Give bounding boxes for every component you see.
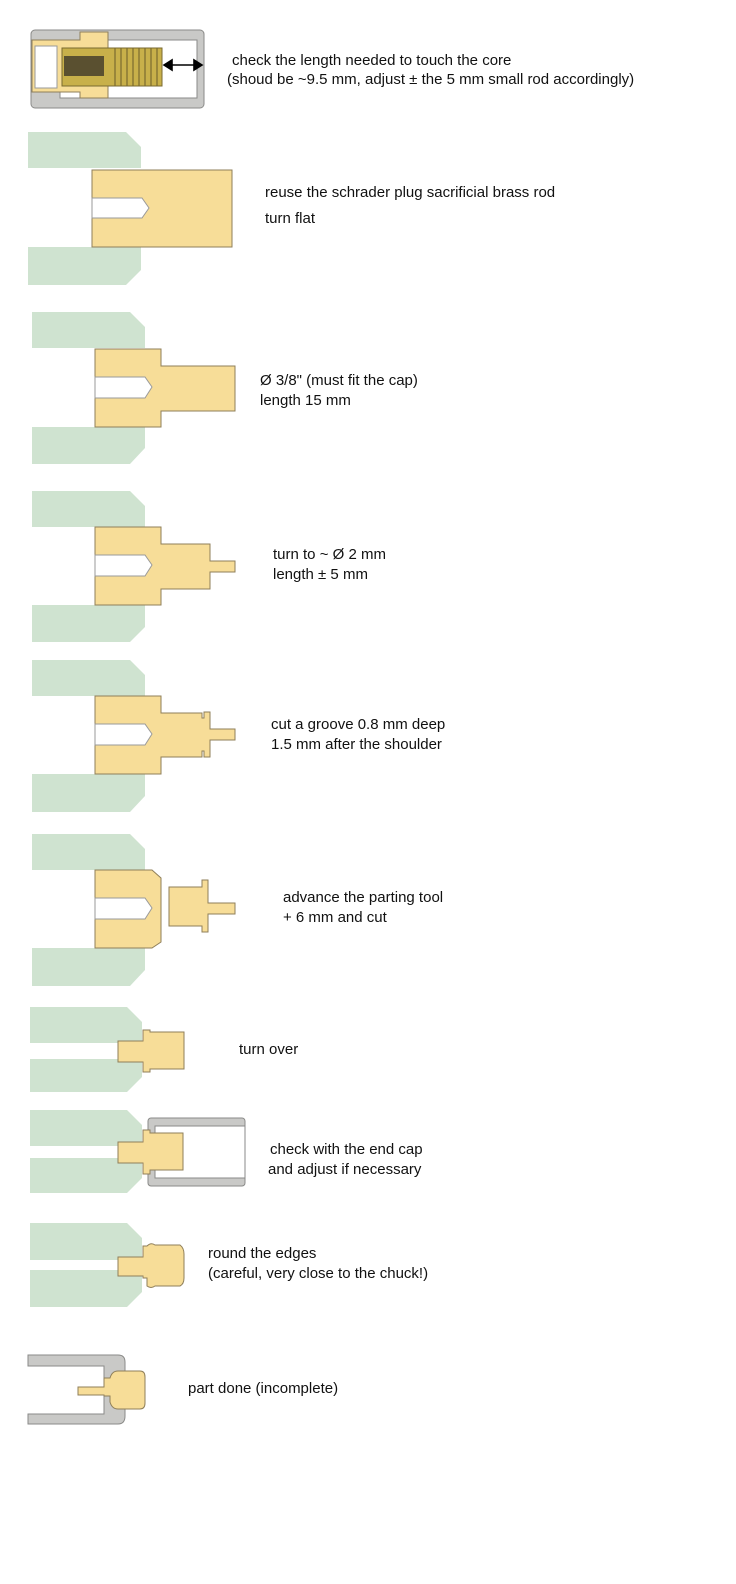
turned-rod xyxy=(94,348,236,428)
chuck-jaw-lower xyxy=(32,948,145,986)
step-part-done: part done (incomplete) xyxy=(0,1352,736,1432)
step-parting-drawing xyxy=(32,834,236,986)
rod-bore xyxy=(94,723,153,746)
step-turn-to-2mm-line-2: length ± 5 mm xyxy=(273,566,368,583)
step-check-end-cap: check with the end cap and adjust if nec… xyxy=(0,1108,736,1198)
step-round-edges-line-2: (careful, very close to the chuck!) xyxy=(208,1265,429,1282)
step-round-edges-drawing xyxy=(30,1223,185,1307)
step-check-length-drawing xyxy=(30,29,205,109)
chuck-jaw-upper xyxy=(30,1223,142,1260)
rod-bore xyxy=(91,197,150,219)
step-reuse-rod: reuse the schrader plug sacrificial bras… xyxy=(0,130,736,290)
step-reuse-rod-line-2: turn flat xyxy=(265,210,316,227)
step-groove-line-1: cut a groove 0.8 mm deep xyxy=(271,716,446,733)
step-turn-to-2mm: turn to ~ Ø 2 mm length ± 5 mm xyxy=(0,490,736,650)
step-reuse-rod-drawing xyxy=(28,132,233,285)
step-check-length-line-2: (shoud be ~9.5 mm, adjust ± the 5 mm sma… xyxy=(227,71,635,88)
step-diameter-drawing xyxy=(32,312,236,464)
chuck-jaw-upper xyxy=(28,132,141,168)
plug-bore xyxy=(34,45,58,89)
step-diameter-line-1: Ø 3/8" (must fit the cap) xyxy=(260,372,418,389)
chuck-jaw-upper xyxy=(30,1007,142,1043)
step-check-end-cap-line-1: check with the end cap xyxy=(270,1141,423,1158)
parted-piece xyxy=(168,879,236,933)
step-turn-to-2mm-line-1: turn to ~ Ø 2 mm xyxy=(273,546,386,563)
step-check-length-line-1: check the length needed to touch the cor… xyxy=(232,52,512,69)
step-groove-drawing xyxy=(32,660,236,812)
step-diameter-line-2: length 15 mm xyxy=(260,392,351,409)
chuck-jaw-lower xyxy=(32,605,145,642)
step-part-done-line-1: part done (incomplete) xyxy=(188,1380,339,1397)
rod-bore xyxy=(94,897,153,920)
step-check-end-cap-drawing xyxy=(30,1110,246,1193)
step-round-edges-line-1: round the edges xyxy=(208,1245,317,1262)
step-parting-line-2: + 6 mm and cut xyxy=(283,909,387,926)
chuck-jaw-lower xyxy=(32,774,145,812)
step-turn-over-drawing xyxy=(30,1007,185,1092)
rod-bore xyxy=(94,554,153,577)
step-turn-over-line-1: turn over xyxy=(239,1041,299,1058)
step-groove: cut a groove 0.8 mm deep 1.5 mm after th… xyxy=(0,658,736,818)
chuck-jaw-lower xyxy=(32,427,145,464)
chuck-jaw-upper xyxy=(32,660,145,696)
chuck-jaw-lower xyxy=(28,247,141,285)
chuck-jaw-lower xyxy=(30,1158,142,1193)
reversed-piece xyxy=(117,1029,185,1073)
core-stem xyxy=(64,56,104,76)
step-groove-line-2: 1.5 mm after the shoulder xyxy=(271,736,442,753)
thread-lines xyxy=(114,48,158,86)
chuck-jaw-upper xyxy=(32,312,145,348)
step-part-done-drawing xyxy=(27,1354,146,1425)
step-turn-to-2mm-drawing xyxy=(32,491,236,642)
step-check-end-cap-line-2: and adjust if necessary xyxy=(268,1161,422,1178)
chuck-jaw-lower xyxy=(30,1270,142,1307)
step-turn-over: turn over xyxy=(0,1005,736,1095)
chuck-jaw-upper xyxy=(32,834,145,870)
step-round-edges: round the edges (careful, very close to … xyxy=(0,1220,736,1310)
step-parting-line-1: advance the parting tool xyxy=(283,889,444,906)
grooved-rod xyxy=(94,695,236,775)
step-reuse-rod-line-1: reuse the schrader plug sacrificial bras… xyxy=(265,184,556,201)
step-check-length: check the length needed to touch the cor… xyxy=(0,20,736,110)
finished-part xyxy=(77,1370,146,1410)
measurement-arrow xyxy=(162,58,204,72)
chuck-jaw-upper xyxy=(30,1110,142,1146)
reversed-piece xyxy=(117,1129,184,1175)
step-diameter: Ø 3/8" (must fit the cap) length 15 mm xyxy=(0,310,736,470)
step-parting: advance the parting tool + 6 mm and cut xyxy=(0,832,736,992)
rod-bore xyxy=(94,376,153,399)
rounded-piece xyxy=(117,1243,185,1288)
chuck-jaw-upper xyxy=(32,491,145,527)
chuck-jaw-lower xyxy=(30,1059,142,1092)
turned-rod xyxy=(94,526,236,606)
